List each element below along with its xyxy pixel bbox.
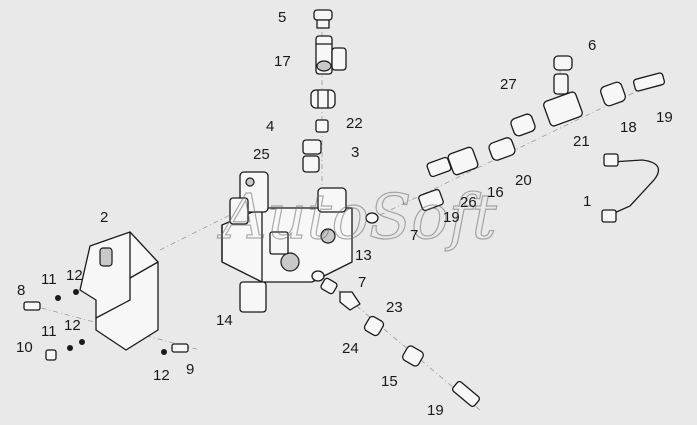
callout-6: 6 xyxy=(588,37,596,54)
part-7-o-ring-lower xyxy=(311,270,325,282)
callout-5: 5 xyxy=(278,9,286,26)
callout-25: 25 xyxy=(253,146,270,163)
watermark-text: AutoSoft xyxy=(217,180,497,253)
callout-17: 17 xyxy=(274,53,291,70)
callout-19a: 19 xyxy=(656,109,673,126)
callout-22: 22 xyxy=(346,115,363,132)
callout-19c: 19 xyxy=(427,402,444,419)
part-12-washers xyxy=(73,289,167,355)
part-3-adapter xyxy=(302,139,322,173)
callout-19b: 19 xyxy=(443,209,460,226)
callout-10: 10 xyxy=(16,339,33,356)
callout-12b: 12 xyxy=(64,317,81,334)
callout-9: 9 xyxy=(186,361,194,378)
callout-24: 24 xyxy=(342,340,359,357)
part-22-nipple xyxy=(315,119,329,133)
part-27-adapter xyxy=(510,113,536,137)
part-23-elbow xyxy=(320,277,361,311)
part-26-fitting xyxy=(418,188,444,212)
part-19-connector-top xyxy=(632,72,666,92)
callout-7a: 7 xyxy=(410,227,418,244)
callout-23: 23 xyxy=(386,299,403,316)
part-5-plug xyxy=(313,9,333,29)
callout-11b: 11 xyxy=(41,323,57,340)
callout-20: 20 xyxy=(515,172,532,189)
callout-labels: 5 17 4 22 3 25 6 27 18 19 21 20 16 26 19… xyxy=(16,9,673,419)
main-valve-block xyxy=(221,171,353,313)
part-19-connector-bottom xyxy=(451,380,481,408)
part-24-nut xyxy=(363,315,385,337)
callout-7b: 7 xyxy=(358,274,366,291)
callout-16: 16 xyxy=(487,184,504,201)
callout-15: 15 xyxy=(381,373,398,390)
callout-8: 8 xyxy=(17,282,25,299)
part-20-union xyxy=(488,137,516,161)
part-6-plug xyxy=(553,55,573,71)
callout-11a: 11 xyxy=(41,271,57,288)
part-17-tee-fitting xyxy=(315,35,347,75)
part-4-union-nut xyxy=(310,89,336,109)
part-16-tee xyxy=(426,146,479,178)
callout-13: 13 xyxy=(355,247,372,264)
callout-18: 18 xyxy=(620,119,637,136)
callout-26: 26 xyxy=(460,194,477,211)
callout-1: 1 xyxy=(583,193,591,210)
part-2-bracket xyxy=(79,231,159,351)
part-15-nut xyxy=(402,345,424,367)
part-11-washers xyxy=(55,295,73,351)
callout-21: 21 xyxy=(573,133,590,150)
part-10-nut xyxy=(45,349,57,361)
part-7-o-ring-upper xyxy=(365,212,379,224)
part-1-tube xyxy=(601,153,660,223)
callout-12a: 12 xyxy=(66,267,83,284)
callout-14: 14 xyxy=(216,312,233,329)
callout-4: 4 xyxy=(266,118,274,135)
callout-3: 3 xyxy=(351,144,359,161)
callout-27: 27 xyxy=(500,76,517,93)
part-21-tee xyxy=(543,73,583,127)
part-18-nut xyxy=(600,81,626,107)
callout-12c: 12 xyxy=(153,367,170,384)
part-9-bolt xyxy=(171,343,189,353)
callout-2: 2 xyxy=(100,209,108,226)
part-8-bolt xyxy=(23,301,41,311)
